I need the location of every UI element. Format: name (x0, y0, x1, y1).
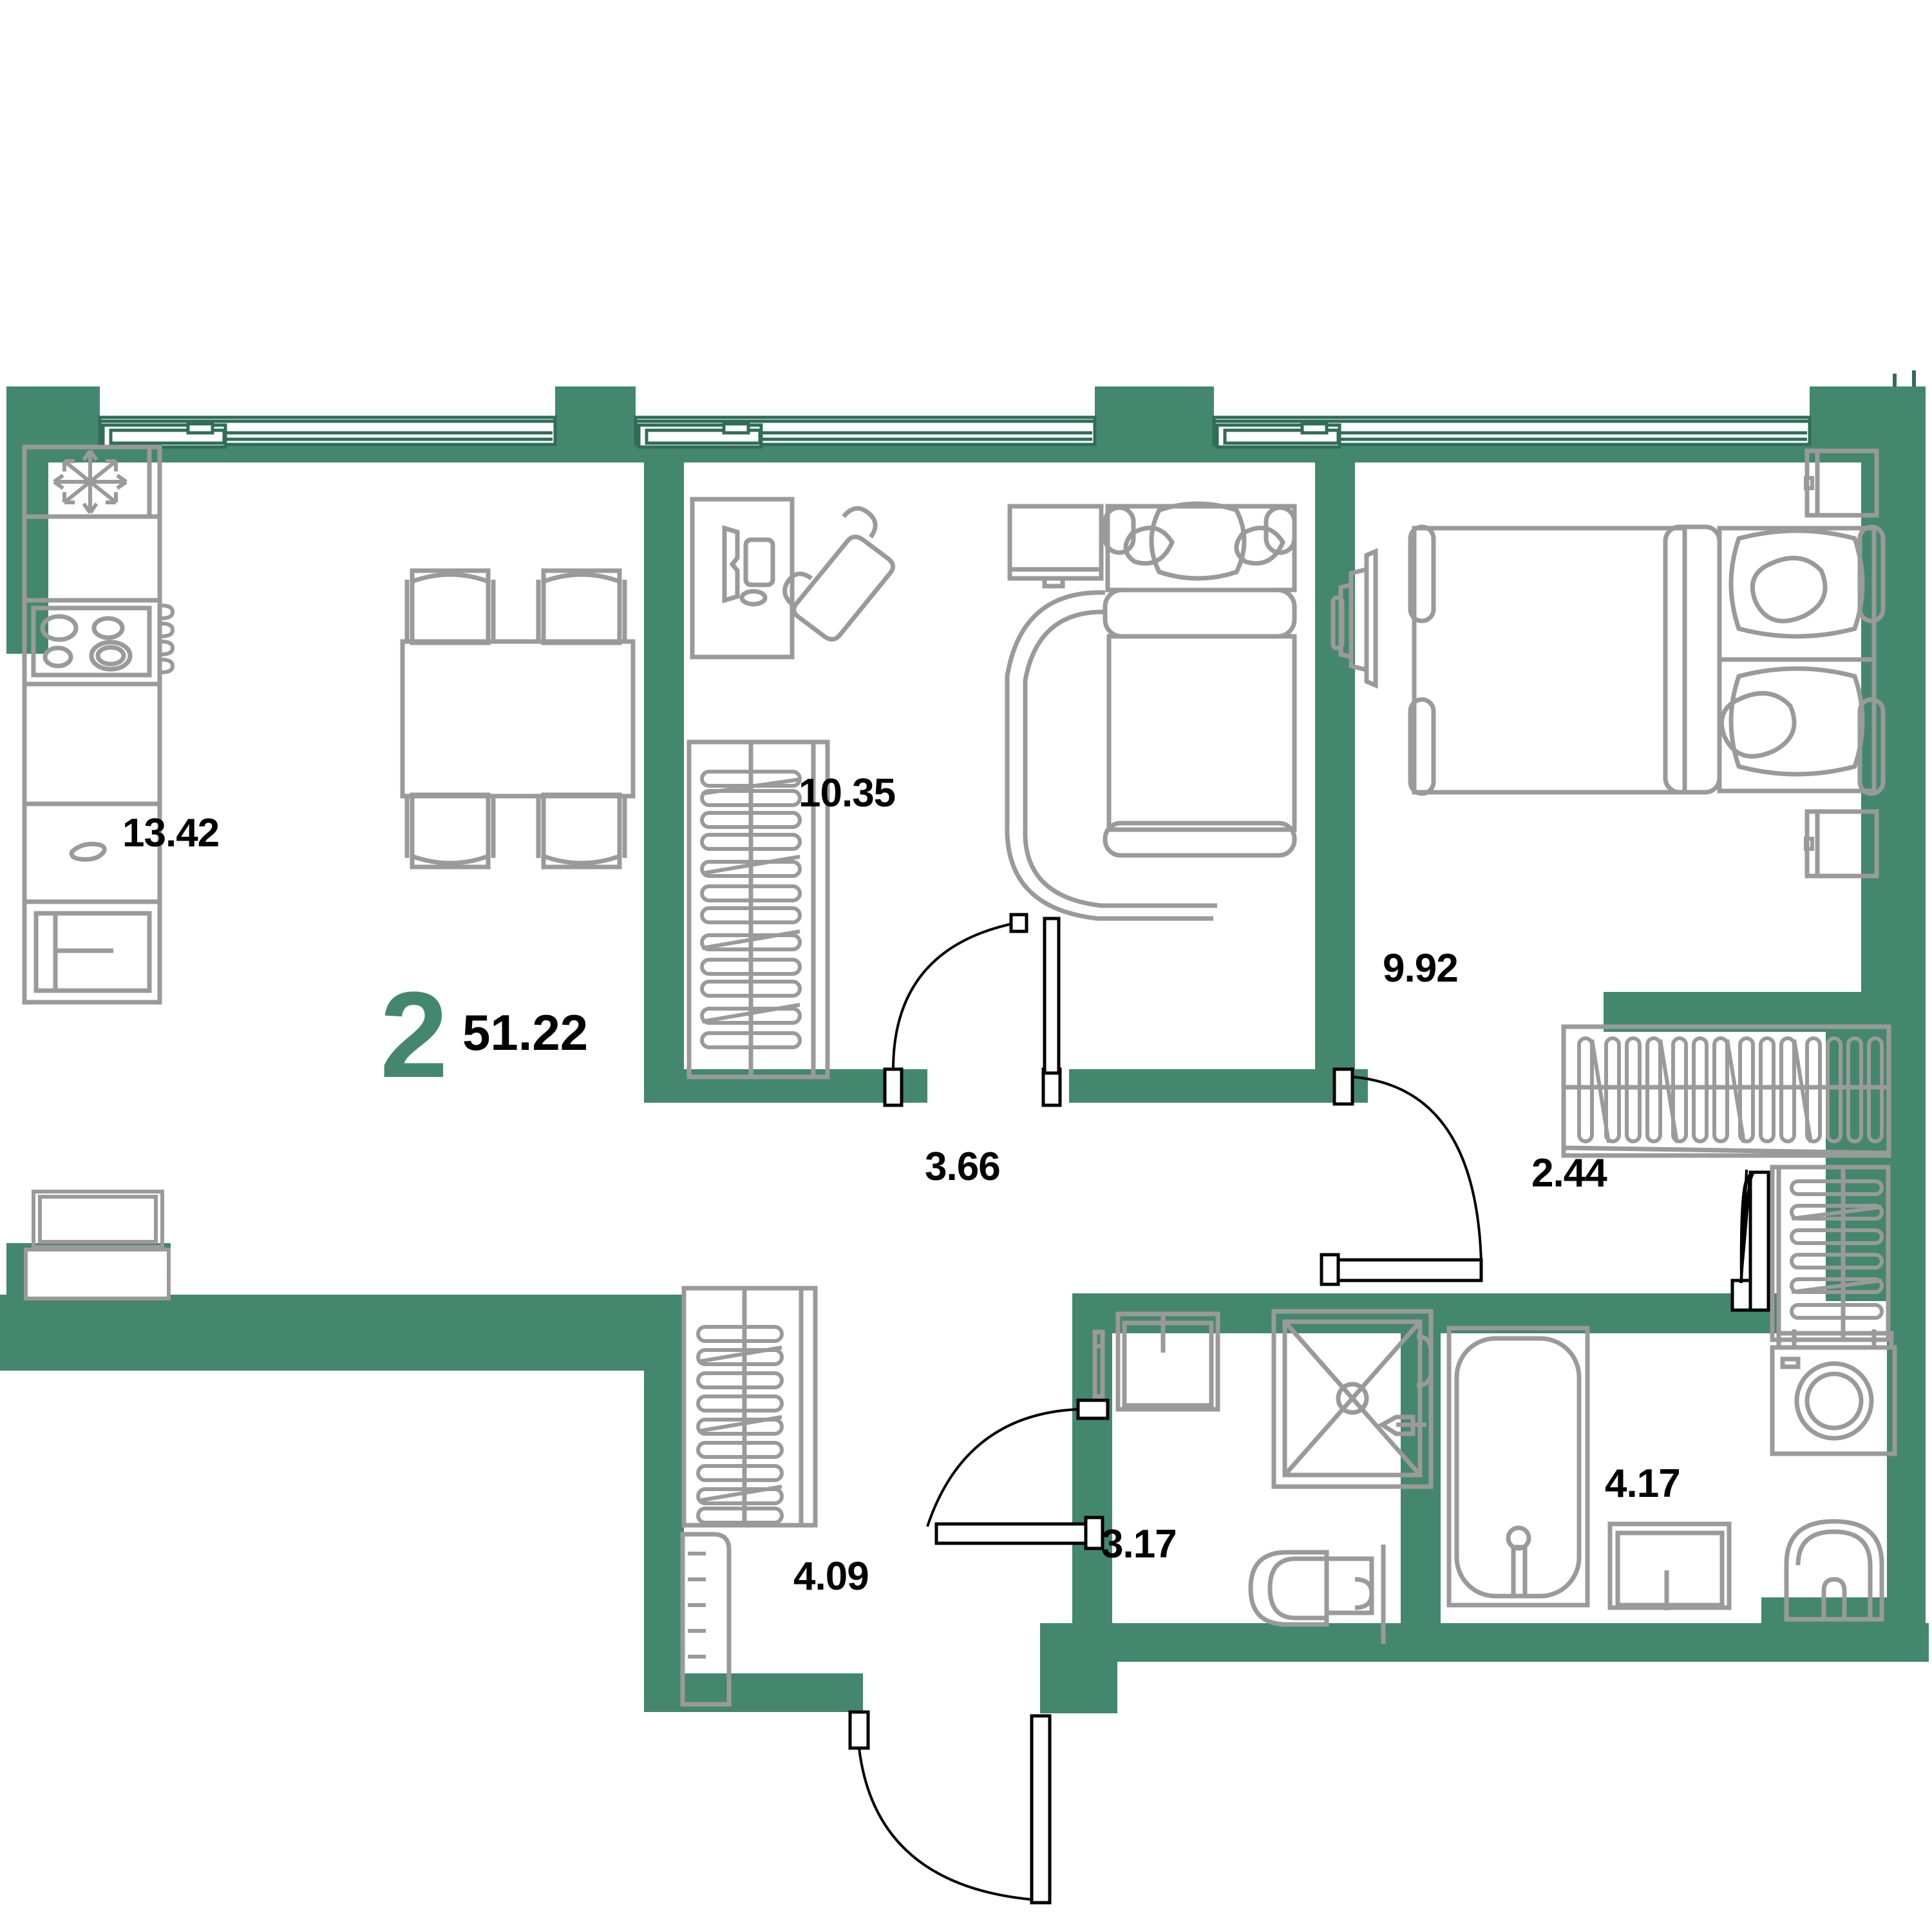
dining-chair-icon (407, 571, 493, 643)
round-rug-icon (1005, 590, 1217, 921)
door-swing-icon (883, 913, 1028, 1107)
area-label-kitchen-living: 13.42 (122, 811, 220, 855)
shoe-rack-icon (680, 1532, 732, 1707)
vanity-cabinet-icon (1607, 1521, 1732, 1610)
area-label-bathroom: 4.17 (1605, 1461, 1681, 1506)
wc-fixtures (1092, 1309, 1434, 1644)
area-label-hallway: 3.66 (925, 1145, 1001, 1189)
area-label-living-room: 10.35 (799, 771, 896, 815)
closet-rail-icon (1770, 1165, 1891, 1342)
double-bed-icon (1408, 524, 1886, 796)
entrance-door-icon (848, 1710, 1052, 1905)
walls-group (0, 386, 1929, 1713)
dining-chair-icon (407, 795, 493, 867)
area-label-entrance-hall: 4.09 (793, 1554, 869, 1599)
cooktop-icon (22, 598, 175, 687)
bedroom-furniture (1331, 451, 1886, 876)
entry-furniture (680, 1286, 818, 1707)
door-swing-icon (1041, 917, 1062, 1107)
dining-set (400, 571, 636, 867)
shower-stall-icon (1271, 1309, 1434, 1489)
coat-closet-icon (681, 1286, 818, 1528)
doors-group (24, 913, 1770, 1905)
desk-icon (690, 497, 795, 660)
bathtub-icon (1446, 1326, 1590, 1608)
door-swing-icon (1320, 1067, 1483, 1286)
washing-machine-icon (1770, 1329, 1897, 1456)
pillow-icon (1728, 528, 1865, 639)
total-area-label: 51.22 (462, 1004, 589, 1061)
door-swing-icon (1730, 1169, 1770, 1312)
rooms-count-label: 2 (380, 967, 448, 1103)
pillow-icon (1719, 666, 1865, 777)
area-label-dressing-room: 2.44 (1531, 1151, 1607, 1195)
toilet-icon (1248, 1545, 1386, 1644)
dishwasher-icon (22, 899, 162, 1005)
door-swing-icon (926, 1398, 1110, 1550)
wash-basin-icon (1784, 1519, 1884, 1622)
window-icon (98, 370, 1916, 449)
dining-chair-icon (538, 795, 625, 867)
kitchen-units (22, 444, 175, 1005)
kitchen-cabinet-icon (22, 681, 162, 806)
dining-chair-icon (538, 571, 625, 643)
area-label-bedroom: 9.92 (1383, 946, 1459, 991)
closet-rail-icon (1561, 1024, 1891, 1158)
dining-table-icon (400, 639, 636, 799)
wall-tv-icon (1331, 547, 1378, 689)
sofa-bed-icon (1103, 501, 1297, 858)
wardrobe-icon (687, 739, 830, 1080)
living-room-furniture (687, 497, 1297, 1080)
dressing-room-furniture (1561, 1024, 1891, 1342)
office-chair-icon (782, 506, 895, 642)
tv-icon (1007, 504, 1104, 589)
doorway-icon (24, 1190, 171, 1300)
bathroom-fixtures (1446, 1326, 1897, 1622)
area-label-wc: 3.17 (1101, 1522, 1177, 1566)
